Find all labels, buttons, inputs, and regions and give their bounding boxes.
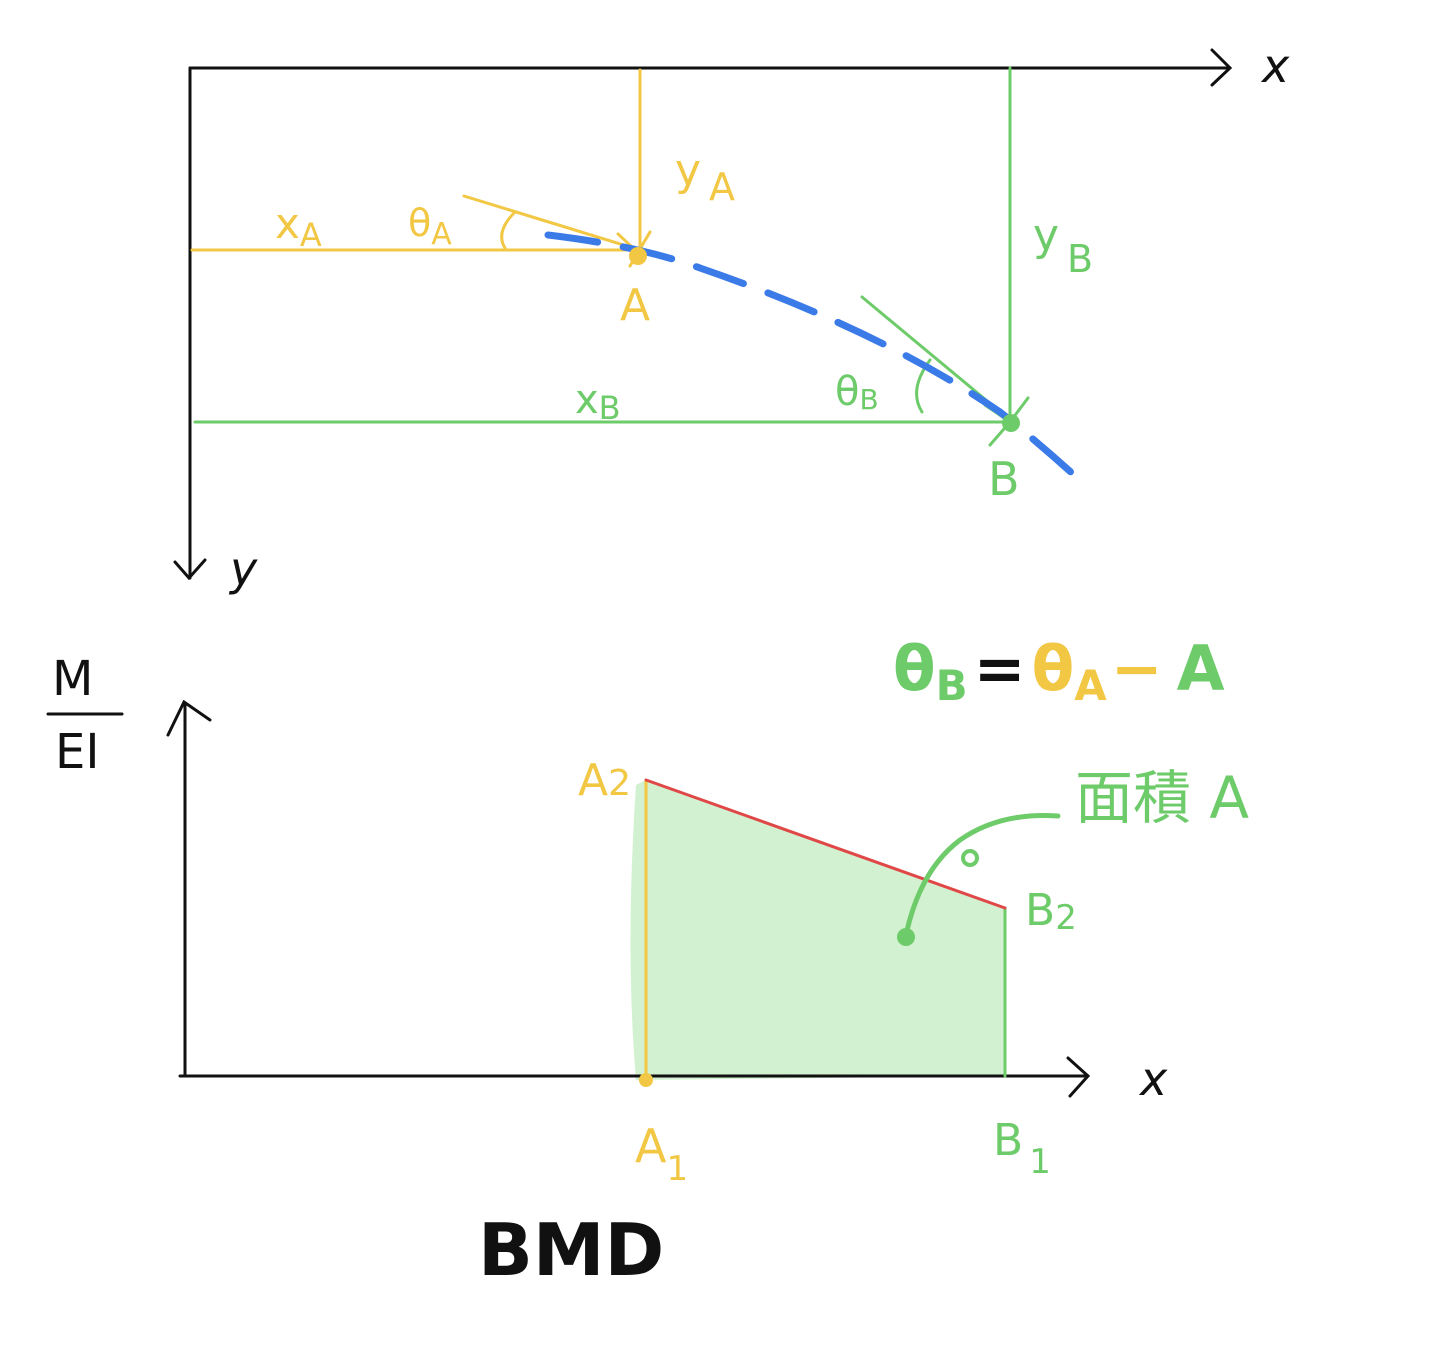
- x-axis-label: x: [1260, 39, 1290, 93]
- bmd-title: BMD: [478, 1208, 664, 1292]
- thetaA-label: θA: [408, 201, 452, 252]
- deflection-curve: [544, 231, 1089, 489]
- point-a-dot: [629, 247, 647, 265]
- area-pointer-loop: [961, 849, 979, 867]
- x-axis-arrowhead: [1210, 48, 1233, 87]
- m-label: M: [52, 651, 93, 707]
- area-pointer: [903, 813, 1061, 938]
- area-label: 面積 A: [1075, 764, 1249, 832]
- bmd-x-arrowhead: [1066, 1056, 1091, 1098]
- xB-label: xB: [575, 377, 621, 427]
- equation: θB=θA−A: [893, 632, 1225, 710]
- deflection-diagram: [173, 48, 1233, 581]
- point-b-dot: [1002, 414, 1020, 432]
- bmd-x-label: x: [1138, 1052, 1168, 1106]
- area-pointer-dot: [897, 928, 915, 946]
- tangent-a: [462, 194, 642, 252]
- a1-dot: [639, 1073, 653, 1087]
- a2-label: A2: [578, 755, 631, 806]
- y-axis-arrowhead: [173, 558, 207, 581]
- bmd-diagram: [46, 699, 1091, 1098]
- y-axis-label: y: [228, 542, 258, 596]
- angle-a-arc: [500, 210, 517, 250]
- point-a-label: A: [620, 280, 650, 331]
- point-b-label: B: [988, 452, 1020, 506]
- ei-label: EI: [55, 724, 99, 780]
- thetaB-label: θB: [835, 369, 879, 416]
- area-fill: [630, 780, 1005, 1080]
- a1-label: A1: [635, 1119, 688, 1189]
- xA-label: xA: [275, 199, 322, 254]
- moment-line: [644, 778, 1007, 910]
- bmd-y-arrowhead: [166, 699, 212, 737]
- b2-label: B2: [1025, 885, 1077, 938]
